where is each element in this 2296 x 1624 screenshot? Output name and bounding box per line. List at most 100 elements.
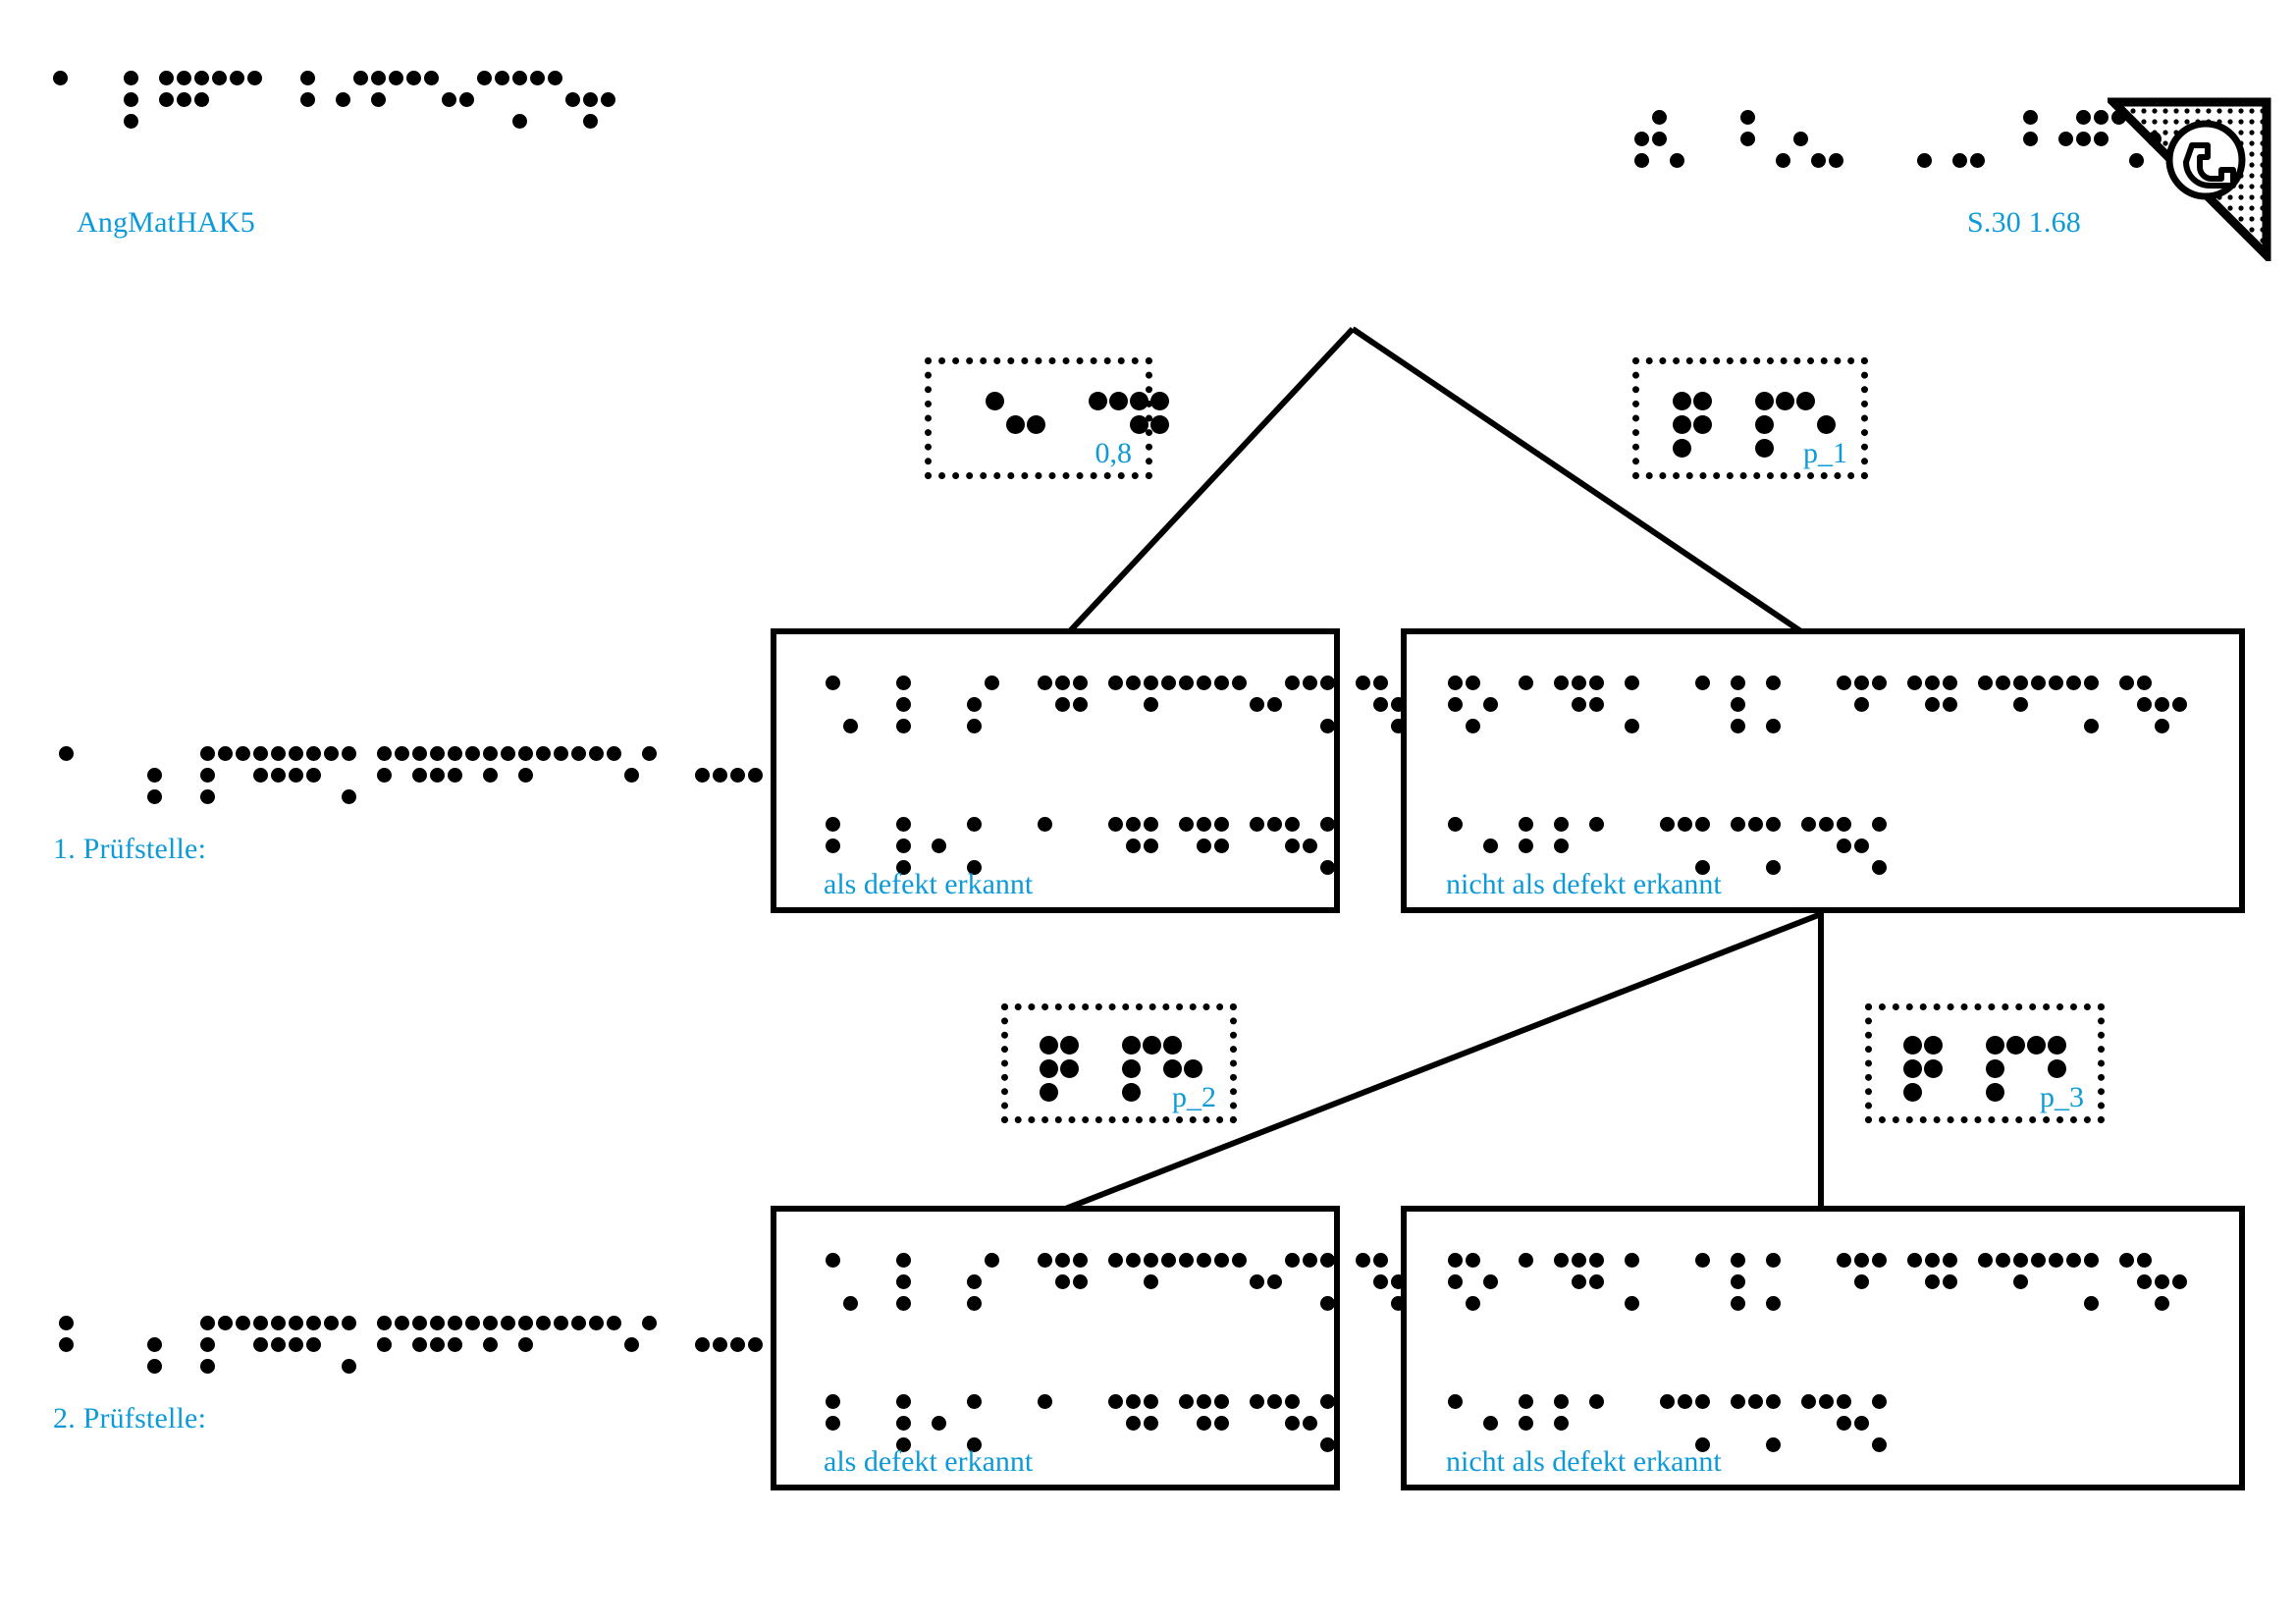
braille-cell xyxy=(1835,1253,1870,1341)
braille-dot xyxy=(1320,676,1335,690)
braille-cell xyxy=(894,1253,930,1341)
braille-dot xyxy=(1250,1394,1264,1409)
braille-dot xyxy=(1837,676,1851,690)
probability-box-p0[interactable]: 0,8 xyxy=(925,357,1169,479)
braille-cell xyxy=(1036,1394,1071,1483)
braille-dot xyxy=(306,1337,321,1352)
braille-dot xyxy=(1303,839,1317,853)
probability-box-p3[interactable]: p_3 xyxy=(1865,1003,2105,1123)
braille-dot xyxy=(1073,676,1088,690)
braille-dot xyxy=(1766,1296,1781,1311)
braille-dot xyxy=(124,114,138,129)
braille-dot xyxy=(501,1316,515,1330)
braille-cell xyxy=(1799,1253,1835,1341)
braille-dot xyxy=(1448,697,1463,712)
braille-cell xyxy=(516,1316,552,1404)
braille-dot xyxy=(1214,1394,1229,1409)
braille-cell xyxy=(1915,110,1950,198)
node-box-nicht-als-defekt-erkannt-2[interactable]: nicht als defekt erkannt xyxy=(1401,1206,2245,1490)
braille-dot xyxy=(896,1253,911,1268)
braille-dot xyxy=(1854,676,1869,690)
braille-dot xyxy=(465,746,480,761)
braille-cell xyxy=(198,1316,234,1404)
braille-cell xyxy=(410,746,446,835)
braille-dot xyxy=(2058,132,2073,146)
braille-cell xyxy=(1658,676,1693,764)
braille-cell xyxy=(581,71,616,159)
stage1-braille xyxy=(57,746,870,835)
braille-dot xyxy=(1122,1083,1141,1102)
braille-cell xyxy=(1901,1036,1943,1130)
braille-dot xyxy=(548,71,562,85)
braille-dot xyxy=(1854,1253,1869,1268)
braille-cell xyxy=(1984,1036,2025,1130)
node-box-als-defekt-erkannt-1[interactable]: als defekt erkannt xyxy=(771,628,1423,913)
braille-dot xyxy=(2155,1296,2169,1311)
braille-dot xyxy=(2076,132,2091,146)
braille-dot xyxy=(1055,1274,1070,1289)
node-braille-line1 xyxy=(1446,676,2188,764)
header-left-braille xyxy=(51,71,616,159)
braille-dot xyxy=(1130,392,1148,410)
braille-dot xyxy=(1817,415,1836,434)
braille-dot xyxy=(1924,1036,1943,1055)
braille-dot xyxy=(1466,676,1480,690)
braille-dot xyxy=(1811,153,1826,168)
braille-dot xyxy=(1952,153,1967,168)
braille-cell xyxy=(516,746,552,835)
braille-dot xyxy=(843,719,858,733)
probability-label-p1: p_1 xyxy=(1803,437,1847,469)
braille-dot xyxy=(1144,817,1158,832)
braille-cell xyxy=(1128,392,1169,486)
braille-dot xyxy=(342,1316,356,1330)
braille-dot xyxy=(1766,860,1781,875)
braille-dot xyxy=(1731,1296,1745,1311)
header-left-label: AngMatHAK5 xyxy=(77,206,255,239)
braille-cell xyxy=(234,1316,269,1404)
braille-dot xyxy=(1483,1416,1498,1431)
braille-dot xyxy=(1554,1394,1569,1409)
braille-cell xyxy=(1552,1394,1587,1483)
braille-dot xyxy=(200,1316,215,1330)
braille-dot xyxy=(1320,1437,1335,1452)
braille-dot xyxy=(896,676,911,690)
braille-cell xyxy=(1071,1394,1106,1483)
probability-label-p0: 0,8 xyxy=(1095,437,1133,469)
braille-dot xyxy=(536,746,551,761)
braille-dot xyxy=(896,1437,911,1452)
braille-dot xyxy=(1040,1083,1058,1102)
braille-dot xyxy=(1163,1059,1182,1078)
braille-dot xyxy=(896,860,911,875)
braille-cell xyxy=(1000,1253,1036,1341)
braille-dot xyxy=(253,746,268,761)
braille-dot xyxy=(371,71,386,85)
braille-dot xyxy=(1285,817,1300,832)
node-box-als-defekt-erkannt-2[interactable]: als defekt erkannt xyxy=(771,1206,1423,1490)
braille-dot xyxy=(1161,1253,1176,1268)
braille-dot xyxy=(2094,110,2109,125)
braille-cell xyxy=(2117,676,2153,764)
braille-dot xyxy=(1144,697,1158,712)
braille-dot xyxy=(2084,719,2099,733)
braille-dot xyxy=(826,676,840,690)
braille-cell xyxy=(1976,676,2011,764)
braille-dot xyxy=(896,1394,911,1409)
braille-cell xyxy=(1764,1394,1799,1483)
probability-box-p1[interactable]: p_1 xyxy=(1632,357,1868,479)
braille-dot xyxy=(2172,1274,2187,1289)
braille-dot xyxy=(1197,817,1211,832)
braille-cell xyxy=(1142,676,1177,764)
braille-dot xyxy=(147,1337,162,1352)
node-box-nicht-als-defekt-erkannt-1[interactable]: nicht als defekt erkannt xyxy=(1401,628,2245,913)
braille-dot xyxy=(2049,676,2063,690)
braille-dot xyxy=(53,71,68,85)
probability-box-p2[interactable]: p_2 xyxy=(1001,1003,1237,1123)
braille-dot xyxy=(1801,1394,1816,1409)
braille-cell xyxy=(1318,1253,1354,1341)
braille-cell xyxy=(1941,1253,1976,1341)
braille-cell xyxy=(1446,817,1481,905)
tree-edge-node2-down xyxy=(1818,911,1824,1208)
braille-dot xyxy=(1144,676,1158,690)
braille-dot xyxy=(518,768,533,783)
braille-cell xyxy=(1799,676,1835,764)
